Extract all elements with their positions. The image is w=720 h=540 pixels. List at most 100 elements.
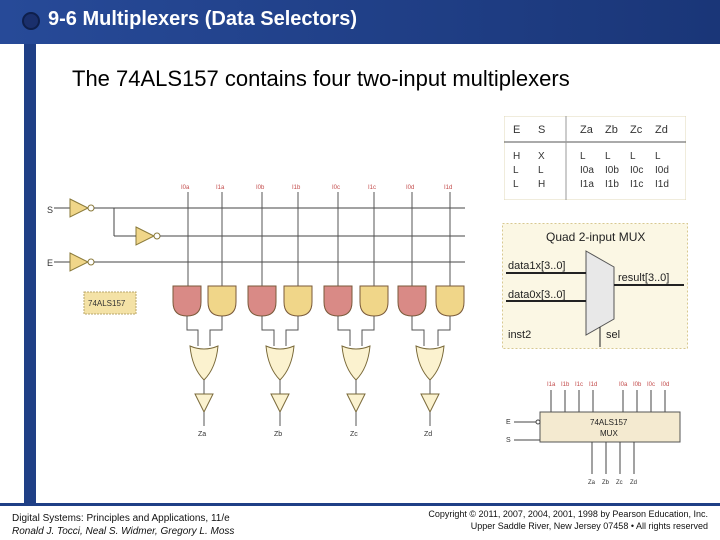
input-label-i1a: I1a [216,185,225,191]
select-inverter-bubble [87,204,95,212]
ic-enable-bubble [535,419,541,425]
chip-name-label: 74ALS157 [88,299,126,308]
tt-header-za: Za [580,124,594,136]
and-gate-d0 [397,285,427,317]
select-inverter [135,226,156,246]
tt-cell: I0d [655,165,669,176]
tt-cell: L [538,165,544,176]
ic-pin-zd: Zd [630,480,637,486]
ic-pin-i0b: I0b [633,382,642,388]
tt-cell: L [513,165,519,176]
select-label: S [47,205,53,215]
tt-cell: L [630,151,636,162]
enable-buffer [69,252,90,272]
title-bar-gradient [0,0,720,44]
tt-header-e: E [513,124,520,136]
quartus-port-result: result[3..0] [618,272,669,284]
truth-table: E S Za Zb Zc Zd H X L L L L L L I0a I0b … [504,116,686,200]
quartus-block-title: Quad 2-input MUX [546,230,645,244]
tt-header-zb: Zb [605,124,618,136]
enable-inverter-bubble [87,258,95,266]
output-buffer-b [270,393,290,414]
quartus-mux-block: Quad 2-input MUX data1x[3..0] data0x[3..… [502,223,688,349]
tt-cell: I0a [580,165,594,176]
tt-cell: L [605,151,611,162]
tt-cell: L [580,151,586,162]
and-gate-a1 [207,285,237,317]
ic-pin-i0a: I0a [619,382,628,388]
tt-cell: H [513,151,520,162]
and-gate-b1 [283,285,313,317]
or-gate-c [341,345,371,381]
output-buffer-a [194,393,214,414]
footer-book-title: Digital Systems: Principles and Applicat… [12,513,230,524]
ic-pin-i1c: I1c [575,382,583,388]
select-buffer [69,198,90,218]
tt-cell: I1b [605,179,619,190]
input-label-i0c: I0c [332,185,340,191]
input-label-i1c: I1c [368,185,376,191]
quartus-port-data0x: data0x[3..0] [508,289,566,301]
or-gate-a [189,345,219,381]
tt-header-zd: Zd [655,124,668,136]
mux-trapezoid-icon [585,250,615,336]
mux-logic-circuit: S E I0a I1a I0b I1b I0c I1c I0d I1d [47,185,465,438]
ic-pin-zc: Zc [616,480,623,486]
and-gate-b0 [247,285,277,317]
or-gate-b [265,345,295,381]
tt-cell: I1c [630,179,643,190]
output-buffer-c [346,393,366,414]
ic-pin-zb: Zb [602,480,610,486]
and-gate-c1 [359,285,389,317]
tt-cell: H [538,179,545,190]
tt-cell: X [538,151,545,162]
footer-authors: Ronald J. Tocci, Neal S. Widmer, Gregory… [12,526,235,537]
and-gate-a0 [172,285,202,317]
input-label-i0d: I0d [406,185,414,191]
tt-cell: L [655,151,661,162]
select-inverter-2-bubble [153,232,161,240]
ic-pin-i0c: I0c [647,382,655,388]
ic-pin-s-label: S [506,437,511,444]
title-bullet-icon [22,12,40,30]
output-label-zc: Zc [350,431,358,438]
output-buffer-d [420,393,440,414]
footer-publisher-line: Upper Saddle River, New Jersey 07458 • A… [470,521,708,531]
footer-copyright: Copyright © 2011, 2007, 2004, 2001, 1998… [428,508,708,532]
quartus-port-data1x: data1x[3..0] [508,260,566,272]
tt-cell: I1d [655,179,669,190]
input-label-i1b: I1b [292,185,301,191]
ic-type: MUX [600,429,618,438]
ic-pin-i1d: I1d [589,382,597,388]
tt-cell: I0b [605,165,619,176]
ic-logic-symbol: I1a I1b I1c I1d I0a I0b I0c I0d 74ALS157… [506,382,681,486]
input-lines [187,192,451,288]
footer-divider [0,503,720,506]
tt-header-zc: Zc [630,124,643,136]
output-label-za: Za [198,431,206,438]
ic-pin-i1b: I1b [561,382,570,388]
input-label-i1d: I1d [444,185,452,191]
input-label-i0b: I0b [256,185,265,191]
tt-cell: L [513,179,519,190]
tt-cell: I1a [580,179,594,190]
ic-name: 74ALS157 [590,418,628,427]
footer-copyright-line: Copyright © 2011, 2007, 2004, 2001, 1998… [428,509,708,519]
input-label-i0a: I0a [181,185,190,191]
tt-cell: I0c [630,165,643,176]
ic-pin-i0d: I0d [661,382,669,388]
and-gate-d1 [435,285,465,317]
chip-name-box [83,291,137,315]
footer-book-info: Digital Systems: Principles and Applicat… [12,512,234,538]
left-accent-bar [24,44,36,504]
quartus-instance-name: inst2 [508,329,531,341]
ic-pin-za: Za [588,480,596,486]
slide-subtitle: The 74ALS157 contains four two-input mul… [72,66,570,91]
output-label-zb: Zb [274,431,282,438]
and-gate-c0 [323,285,353,317]
quartus-port-sel: sel [606,329,620,341]
ic-pin-e-label: E [506,419,511,426]
ic-pin-i1a: I1a [547,382,556,388]
output-label-zd: Zd [424,431,432,438]
slide-title: 9-6 Multiplexers (Data Selectors) [48,8,357,30]
